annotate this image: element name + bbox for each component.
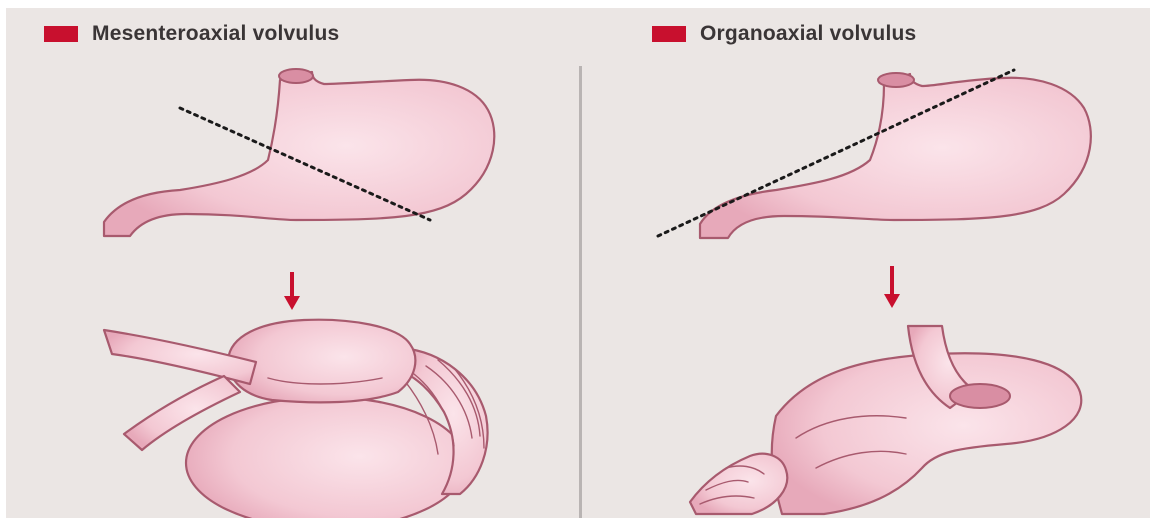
illustration-canvas xyxy=(6,8,1150,518)
left-stomach-normal-icon xyxy=(104,69,494,236)
right-down-arrow-icon xyxy=(884,266,900,308)
volvulus-figure: Mesenteroaxial volvulus Organoaxial volv… xyxy=(6,8,1150,518)
left-down-arrow-icon xyxy=(284,272,300,310)
left-stomach-twisted-icon xyxy=(104,320,488,518)
right-stomach-normal-icon xyxy=(700,73,1091,238)
right-stomach-twisted-icon xyxy=(690,326,1081,514)
